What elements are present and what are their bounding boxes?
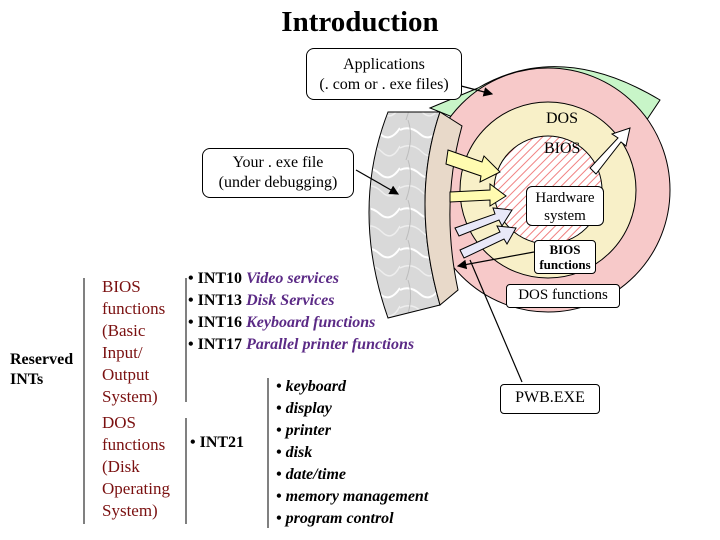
dos-service-item: • keyboard	[276, 378, 347, 395]
page-title: Introduction	[281, 6, 439, 38]
pointer-exe	[355, 169, 400, 195]
block-arrow-4	[459, 225, 517, 259]
your-exe-sublabel: (under debugging)	[218, 174, 338, 191]
dos-group-line: DOS	[102, 413, 137, 432]
bios-group-line: (Basic	[102, 321, 146, 340]
dos-service-item: • printer	[276, 422, 331, 439]
dos-service-item: • date/time	[276, 466, 347, 483]
pwb-box: PWB.EXE	[500, 384, 600, 414]
bios-group-label: BIOS functions (Basic Input/ Output Syst…	[102, 276, 165, 408]
dos-group-label: DOS functions (Disk Operating System)	[102, 412, 170, 522]
bios-group-line: Input/	[102, 343, 143, 362]
reserved-line-1: Reserved	[10, 351, 74, 368]
dos-group-line: System)	[102, 501, 158, 520]
dos-service-item: • display	[276, 400, 332, 417]
int-code: • INT13	[188, 292, 243, 309]
bios-group-line: functions	[102, 299, 166, 318]
dos-service-item: • program control	[276, 510, 394, 527]
int-code: • INT17	[188, 336, 243, 353]
block-arrow-3	[454, 207, 513, 237]
dos-service-item: • memory management	[276, 488, 429, 505]
int-desc: Disk Services	[246, 292, 335, 309]
int-desc: Keyboard functions	[246, 314, 376, 331]
bios-functions-label: BIOS	[549, 242, 581, 257]
reserved-ints-label: Reserved INTs	[10, 350, 73, 390]
dos-group-line: Operating	[102, 479, 170, 498]
hardware-box: Hardware system	[526, 186, 604, 226]
bios-int-item: • INT17 Parallel printer functions	[188, 334, 414, 356]
bios-functions-box: BIOS functions	[534, 240, 596, 274]
dos-services-list: • keyboard • display • printer • disk • …	[276, 376, 428, 530]
bios-group-line: BIOS	[102, 277, 141, 296]
int-code: • INT10	[188, 270, 243, 287]
pointer-pwb	[469, 259, 523, 383]
block-arrow-2	[449, 183, 507, 207]
dos-group-line: (Disk	[102, 457, 140, 476]
your-exe-box: Your . exe file (under debugging)	[202, 148, 354, 198]
dos-ring-label: DOS	[546, 110, 579, 127]
applications-label: Applications	[343, 56, 425, 73]
pointer-bios-fn	[456, 251, 535, 270]
applications-box: Applications (. com or . exe files)	[306, 48, 462, 100]
bios-int-list: • INT10 Video services • INT13 Disk Serv…	[188, 268, 414, 356]
dos-group-line: functions	[102, 435, 166, 454]
block-arrow-5	[589, 127, 631, 175]
reserved-line-2: INTs	[10, 371, 44, 388]
bios-int-item: • INT10 Video services	[188, 268, 414, 290]
your-exe-label: Your . exe file	[232, 154, 324, 171]
int-desc: Video services	[246, 270, 339, 287]
dos-service-item: • disk	[276, 444, 313, 461]
bios-functions-sublabel: functions	[539, 257, 591, 272]
hardware-label: Hardware	[535, 190, 595, 206]
applications-sublabel: (. com or . exe files)	[319, 76, 449, 93]
int-code: • INT16	[188, 314, 243, 331]
dos-int-code: • INT21	[190, 434, 245, 451]
bios-group-line: Output	[102, 365, 150, 384]
bios-int-item: • INT13 Disk Services	[188, 290, 414, 312]
hardware-sublabel: system	[544, 208, 586, 224]
bios-group-line: System)	[102, 387, 158, 406]
int-desc: Parallel printer functions	[246, 336, 415, 353]
block-arrow-1	[445, 149, 501, 183]
bios-int-item: • INT16 Keyboard functions	[188, 312, 414, 334]
dos-functions-box: DOS functions	[506, 284, 620, 308]
bios-ring-label: BIOS	[544, 140, 581, 157]
